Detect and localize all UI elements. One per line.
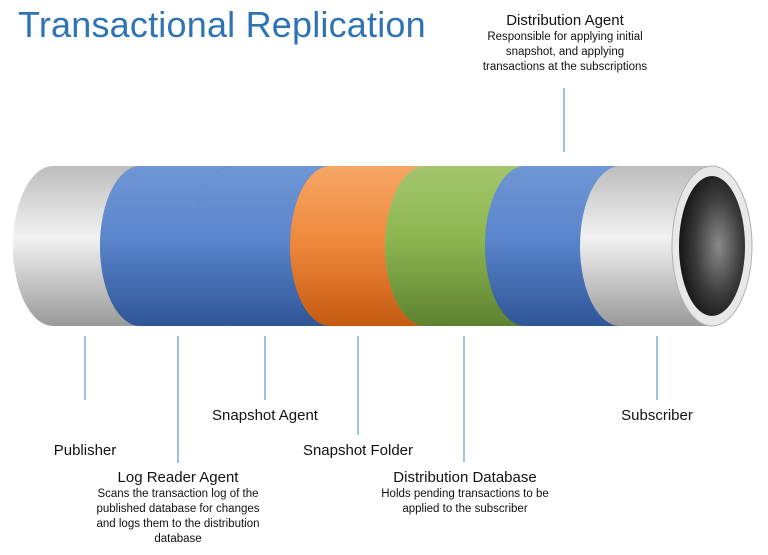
label-distribution-agent: Distribution Agent Responsible for apply… xyxy=(455,12,675,75)
label-distribution-agent-desc-2: snapshot, and applying xyxy=(505,46,625,58)
label-publisher-name: Publisher xyxy=(53,442,117,459)
label-subscriber-name: Subscriber xyxy=(621,407,693,424)
label-snapshot-agent: Snapshot Agent xyxy=(200,407,330,425)
label-log-reader-agent: Log Reader Agent Scans the transaction l… xyxy=(68,469,288,547)
label-snapshot-folder: Snapshot Folder xyxy=(293,442,423,460)
connector-lines xyxy=(84,88,658,463)
label-distribution-database-desc-2: applied to the subscriber xyxy=(402,503,528,515)
label-distribution-agent-desc-1: Responsible for applying initial xyxy=(487,31,643,43)
label-distribution-database-desc-1: Holds pending transactions to be xyxy=(381,488,549,500)
label-log-reader-agent-name: Log Reader Agent xyxy=(117,469,239,486)
diagram-title: Transactional Replication xyxy=(18,4,426,45)
label-log-reader-agent-desc-2: published database for changes xyxy=(96,503,260,515)
label-snapshot-folder-name: Snapshot Folder xyxy=(302,442,414,459)
label-snapshot-agent-name: Snapshot Agent xyxy=(212,407,318,424)
label-log-reader-agent-desc-4: database xyxy=(154,533,202,545)
label-log-reader-agent-desc-1: Scans the transaction log of the xyxy=(97,488,259,500)
label-distribution-agent-name: Distribution Agent xyxy=(506,12,624,29)
segment-subscriber xyxy=(580,165,753,327)
label-subscriber: Subscriber xyxy=(607,407,707,425)
label-distribution-agent-desc-3: transactions at the subscriptions xyxy=(482,61,648,73)
label-distribution-database-name: Distribution Database xyxy=(393,469,537,486)
label-distribution-database: Distribution Database Holds pending tran… xyxy=(355,469,575,517)
label-publisher: Publisher xyxy=(35,442,135,460)
label-log-reader-agent-desc-3: and logs them to the distribution xyxy=(96,518,260,530)
